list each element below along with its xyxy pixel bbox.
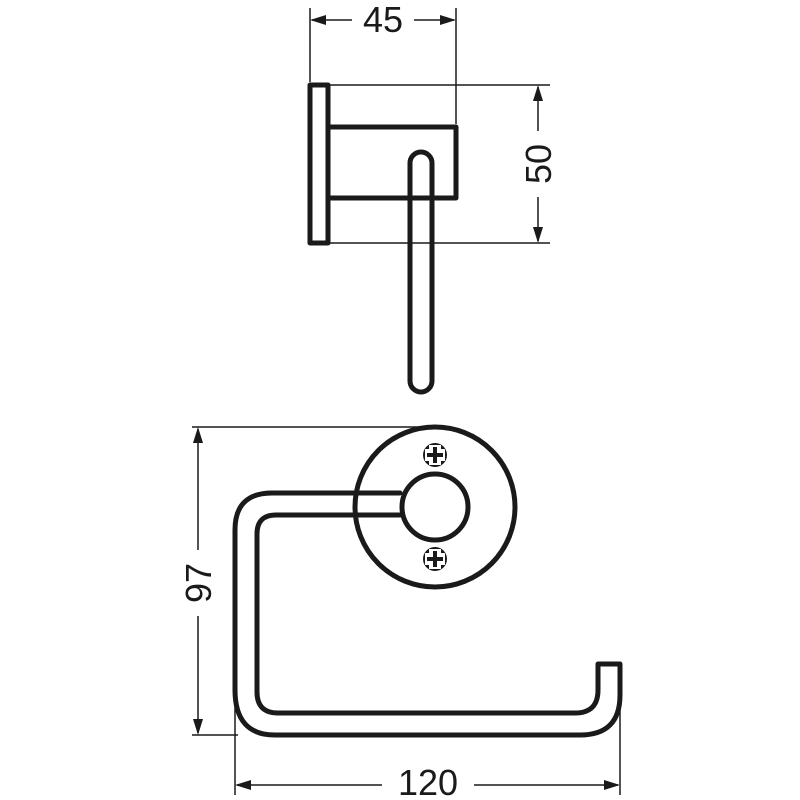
- dimension-depth: 45: [309, 0, 457, 124]
- side-view: 45 50: [307, 0, 559, 395]
- front-view-arm-outer: [232, 490, 623, 738]
- dimension-height-side: 50: [330, 84, 559, 244]
- dimension-height-front-label: 97: [178, 563, 219, 603]
- front-view-arm-cap: [399, 471, 471, 543]
- screw-top-icon: [423, 443, 447, 467]
- dimension-height-side-label: 50: [518, 144, 559, 184]
- screw-bottom-icon: [423, 547, 447, 571]
- dimension-width-front-label: 120: [398, 762, 458, 800]
- front-view: 97 120: [178, 424, 623, 800]
- dimension-width-front: 120: [234, 690, 621, 800]
- side-view-wall-plate: [307, 82, 331, 246]
- side-view-mount-block: [325, 124, 459, 201]
- dimension-height-front: 97: [178, 426, 435, 736]
- dimension-depth-label: 45: [363, 0, 403, 40]
- side-view-arm: [407, 149, 435, 395]
